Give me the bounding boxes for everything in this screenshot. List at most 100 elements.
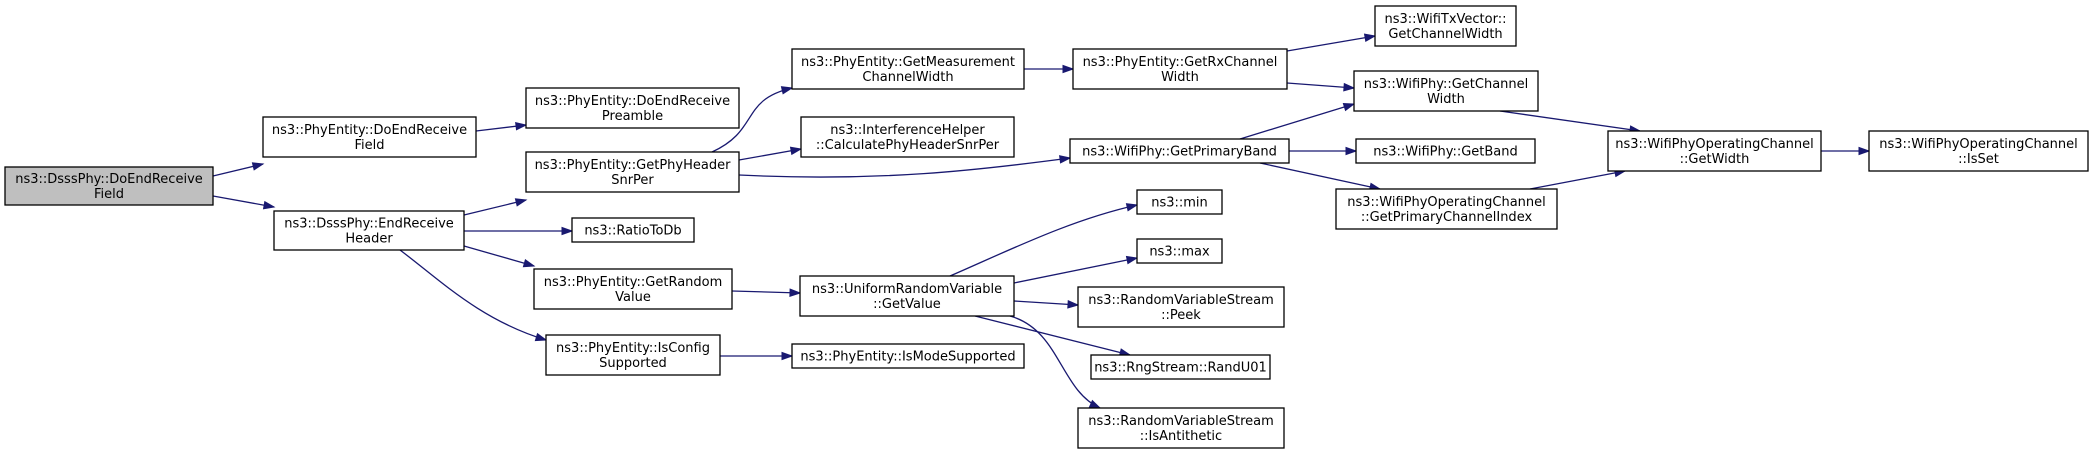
node-box[interactable] — [1355, 138, 1536, 164]
edge-line — [1499, 110, 1641, 132]
node-box[interactable] — [799, 275, 1015, 317]
node-box[interactable] — [1077, 286, 1285, 328]
node-wtv_getchannelwidth[interactable]: ns3::WifiTxVector::GetChannelWidth — [1374, 5, 1517, 47]
edge-wp_getprimaryband-to-wp_getchannelwidth — [1239, 102, 1356, 140]
edge-line — [731, 290, 801, 294]
edge-wp_getchannelwidth-to-wpoc_getwidth — [1499, 110, 1642, 134]
edge-pe_getmeasurement-to-pe_getrxchannel — [1024, 64, 1075, 74]
edge-pe_getphyheader-to-pe_getmeasurement — [711, 86, 794, 153]
node-interference[interactable]: ns3::InterferenceHelper::CalculatePhyHea… — [800, 116, 1015, 158]
arrow-head-icon — [1342, 102, 1356, 112]
node-box[interactable] — [1353, 70, 1539, 112]
node-box[interactable] — [1069, 138, 1290, 164]
node-box[interactable] — [800, 116, 1015, 158]
arrow-head-icon — [789, 288, 802, 298]
node-box[interactable] — [1136, 189, 1223, 215]
edge-line — [1286, 82, 1355, 89]
node-label: GetChannelWidth — [1388, 27, 1502, 42]
node-box[interactable] — [1136, 238, 1223, 264]
edge-line — [738, 157, 1071, 178]
node-box[interactable] — [1335, 188, 1558, 230]
node-wpoc_getwidth[interactable]: ns3::WifiPhyOperatingChannel::GetWidth — [1607, 130, 1822, 172]
node-label: Supported — [599, 356, 667, 371]
node-box[interactable] — [1090, 354, 1271, 380]
node-wp_getchannelwidth[interactable]: ns3::WifiPhy::GetChannelWidth — [1353, 70, 1539, 112]
node-box[interactable] — [791, 343, 1025, 369]
edge-wp_getprimaryband-to-wpoc_getprimaryindex — [1259, 162, 1382, 191]
node-label: ns3::WifiPhyOperatingChannel — [1879, 137, 2078, 152]
node-pe_ismode[interactable]: ns3::PhyEntity::IsModeSupported — [791, 343, 1025, 369]
node-box[interactable] — [262, 116, 477, 158]
node-label: ns3::min — [1151, 196, 1208, 211]
node-label: Width — [1427, 92, 1465, 107]
node-label: ns3::WifiPhyOperatingChannel — [1615, 137, 1814, 152]
node-label: ::Peek — [1161, 308, 1201, 323]
node-wp_getprimaryband[interactable]: ns3::WifiPhy::GetPrimaryBand — [1069, 138, 1290, 164]
node-box[interactable] — [571, 217, 695, 243]
node-box[interactable] — [1868, 130, 2089, 172]
edge-line — [1009, 315, 1101, 409]
node-box[interactable] — [4, 166, 214, 206]
edge-urv_getvalue-to-min — [949, 203, 1139, 277]
node-label: Value — [615, 290, 651, 305]
edges-layer — [212, 33, 1871, 409]
node-wp_getband[interactable]: ns3::WifiPhy::GetBand — [1355, 138, 1536, 164]
arrow-head-icon — [1067, 300, 1080, 309]
nodes-layer: ns3::DsssPhy::DoEndReceiveFieldns3::PhyE… — [4, 5, 2089, 449]
node-box[interactable] — [545, 334, 721, 376]
node-label: Width — [1161, 70, 1199, 85]
node-box[interactable] — [1607, 130, 1822, 172]
edge-pe_getrxchannel-to-wp_getchannelwidth — [1286, 82, 1356, 92]
node-min[interactable]: ns3::min — [1136, 189, 1223, 215]
node-label: ns3::RandomVariableStream — [1088, 293, 1274, 308]
node-wpoc_isset[interactable]: ns3::WifiPhyOperatingChannel::IsSet — [1868, 130, 2089, 172]
node-wpoc_getprimaryindex[interactable]: ns3::WifiPhyOperatingChannel::GetPrimary… — [1335, 188, 1558, 230]
node-box[interactable] — [1077, 407, 1285, 449]
node-max[interactable]: ns3::max — [1136, 238, 1223, 264]
edge-line — [974, 315, 1131, 356]
node-label: ::GetValue — [873, 297, 941, 312]
node-pe_getmeasurement[interactable]: ns3::PhyEntity::GetMeasurementChannelWid… — [791, 48, 1025, 90]
arrow-head-icon — [534, 332, 548, 342]
node-box[interactable] — [791, 48, 1025, 90]
node-label: ns3::PhyEntity::IsConfig — [556, 341, 710, 356]
node-box[interactable] — [533, 268, 733, 310]
node-label: SnrPer — [611, 173, 654, 188]
node-rvs_peek[interactable]: ns3::RandomVariableStream::Peek — [1077, 286, 1285, 328]
node-label: ns3::PhyEntity::GetRandom — [544, 275, 723, 290]
arrow-head-icon — [262, 200, 276, 210]
arrow-head-icon — [522, 258, 536, 268]
node-ratiotodb[interactable]: ns3::RatioToDb — [571, 217, 695, 243]
edge-line — [463, 245, 535, 267]
node-label: ns3::RandomVariableStream — [1088, 414, 1274, 429]
edge-dsss_endheader-to-pe_getphyheader — [463, 198, 528, 216]
arrow-head-icon — [789, 146, 803, 156]
node-box[interactable] — [1374, 5, 1517, 47]
edge-pe_getrxchannel-to-wtv_getchannelwidth — [1286, 33, 1377, 52]
arrow-head-icon — [781, 351, 794, 361]
node-box[interactable] — [525, 151, 740, 193]
node-box[interactable] — [273, 210, 465, 251]
arrow-head-icon — [251, 162, 265, 171]
node-rng_randu01[interactable]: ns3::RngStream::RandU01 — [1090, 354, 1271, 380]
arrow-head-icon — [780, 86, 794, 95]
node-rvs_isantithetic[interactable]: ns3::RandomVariableStream::IsAntithetic — [1077, 407, 1285, 449]
edge-dsss_endheader-to-pe_getrandom — [463, 245, 536, 268]
node-label: ::CalculatePhyHeaderSnrPer — [816, 138, 1000, 153]
edge-line — [1259, 162, 1381, 190]
node-box[interactable] — [525, 87, 740, 129]
node-box[interactable] — [1072, 48, 1288, 90]
arrow-head-icon — [1062, 64, 1075, 74]
edge-pe_doendfield-to-pe_doendpreamble — [475, 121, 528, 132]
arrow-head-icon — [1125, 255, 1139, 265]
edge-root-to-dsss_endheader — [212, 195, 276, 210]
node-urv_getvalue[interactable]: ns3::UniformRandomVariable::GetValue — [799, 275, 1015, 317]
